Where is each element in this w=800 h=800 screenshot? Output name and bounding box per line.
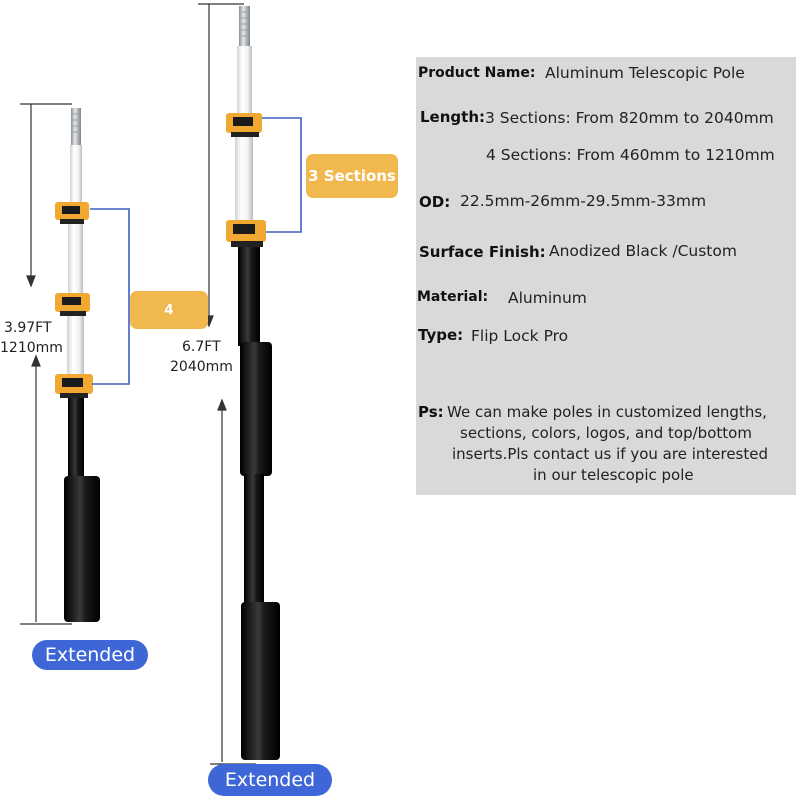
material-label: Material:	[417, 289, 489, 305]
length-value-3-sections: 3 Sections: From 820mm to 2040mm	[485, 109, 774, 127]
ps-note-line: We can make poles in customized lengths,	[447, 403, 767, 421]
product-name-value: Aluminum Telescopic Pole	[545, 64, 745, 82]
right-pole-upper-grip	[240, 342, 272, 476]
left-pole-clamp	[55, 374, 93, 398]
left-pole-clamp	[55, 202, 89, 224]
right-pole-mid-section	[235, 134, 253, 224]
ps-note-line: sections, colors, logos, and top/bottom	[460, 424, 752, 442]
left-extended-badge: Extended	[32, 640, 148, 670]
left-sections-badge: 4 Sections	[130, 291, 208, 356]
right-sections-bracket	[262, 117, 302, 233]
right-pole-upper-section	[237, 46, 252, 118]
ps-label: Ps:	[418, 403, 444, 421]
surface-finish-value: Anodized Black /Custom	[549, 242, 737, 260]
right-length-mm: 2040mm	[170, 359, 233, 375]
right-pole-lower-grip	[241, 602, 280, 760]
left-pole-tip	[71, 108, 81, 146]
left-pole-upper-section	[70, 145, 82, 207]
type-value: Flip Lock Pro	[471, 327, 569, 345]
left-length-mm: 1210mm	[0, 340, 63, 356]
left-sections-bracket	[90, 208, 130, 385]
right-extended-badge: Extended	[208, 764, 332, 796]
left-pole-mid-section	[68, 218, 83, 298]
right-pole-shaft	[244, 474, 264, 606]
right-sections-badge: 3 Sections	[306, 154, 398, 198]
material-value: Aluminum	[508, 289, 587, 307]
od-value: 22.5mm-26mm-29.5mm-33mm	[460, 192, 707, 210]
spec-panel	[416, 57, 796, 495]
length-label: Length:	[420, 108, 485, 126]
left-pole-base-section	[68, 392, 84, 482]
right-pole-clamp	[226, 220, 266, 247]
product-name-label: Product Name:	[418, 65, 536, 81]
left-length-ft: 3.97FT	[4, 320, 52, 336]
type-label: Type:	[418, 326, 464, 344]
right-pole-tip	[239, 6, 250, 48]
od-label: OD:	[419, 193, 451, 211]
left-pole-lower-section	[67, 314, 84, 378]
right-pole-clamp	[226, 113, 262, 137]
left-pole	[20, 103, 130, 625]
length-value-4-sections: 4 Sections: From 460mm to 1210mm	[486, 146, 775, 164]
right-pole	[198, 3, 302, 765]
left-length-dimension	[20, 103, 72, 625]
left-pole-grip	[64, 476, 100, 622]
ps-note-line: inserts.Pls contact us if you are intere…	[452, 445, 769, 463]
right-pole-base-section	[238, 246, 260, 346]
right-length-ft: 6.7FT	[182, 339, 221, 355]
ps-note-line: in our telescopic pole	[533, 466, 694, 484]
surface-finish-label: Surface Finish:	[419, 243, 546, 261]
left-pole-clamp	[55, 293, 90, 316]
